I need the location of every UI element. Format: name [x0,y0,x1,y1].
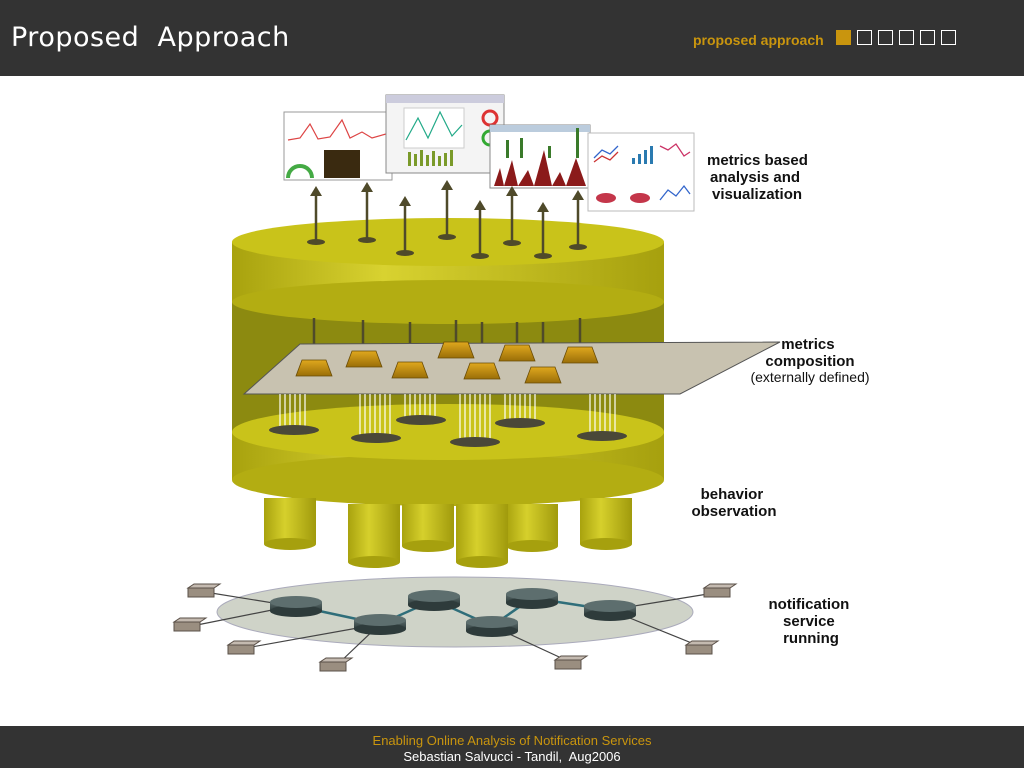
progress-square-active [836,30,851,45]
router-node [584,600,636,621]
metric-pyramids [295,341,599,384]
header-bar: Proposed Approach proposed approach [0,0,1024,76]
section-label: proposed approach [693,32,824,48]
composition-plane [242,341,781,395]
client-nodes [172,583,738,672]
dashboard-screenshot-2 [385,94,505,174]
analysis-label: metrics based analysis and visualization [707,152,812,203]
behavior-label: behavior observation [691,486,776,520]
output-arrows [307,180,587,259]
author-info: Sebastian Salvucci - Tandil, Aug2006 [403,749,621,764]
router-node [506,588,558,609]
visualization-screenshots [283,94,695,212]
router-node [354,614,406,635]
dashboard-screenshot-3 [489,124,591,189]
router-node [270,596,322,617]
service-label: notification service running [769,596,854,647]
progress-square [941,30,956,45]
router-nodes [270,588,636,637]
presentation-title: Enabling Online Analysis of Notification… [372,733,652,748]
dashboard-screenshot-1 [283,111,393,181]
router-node [408,590,460,611]
progress-square [920,30,935,45]
behavior-cylinder [232,404,664,506]
composition-label: metrics composition [765,336,854,370]
router-node [466,616,518,637]
slide-progress-indicator [836,30,956,45]
progress-square [857,30,872,45]
observation-points [269,394,627,447]
progress-square [878,30,893,45]
slide-title: Proposed Approach [11,22,290,53]
dashboard-screenshot-4 [587,132,695,212]
architecture-diagram: metrics based analysis and visualization… [172,94,870,672]
progress-square [899,30,914,45]
composition-note: (externally defined) [750,369,869,385]
network-disc [216,576,694,648]
cylinder-legs [264,498,632,568]
footer-bar: Enabling Online Analysis of Notification… [0,726,1024,768]
